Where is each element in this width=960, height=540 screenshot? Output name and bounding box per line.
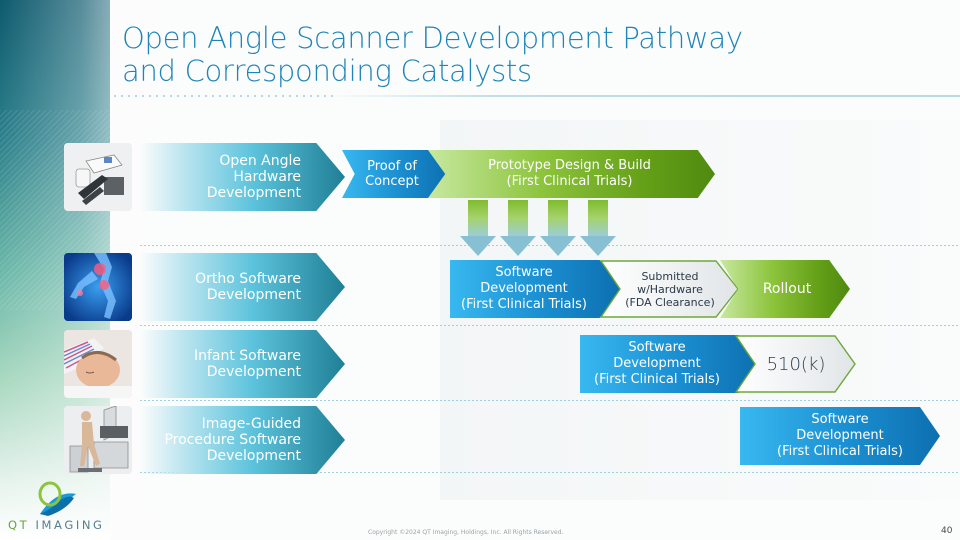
stage-ortho-fda-clearance: Submitted w/Hardware (FDA Clearance) [618,260,722,318]
patient-in-scanner-image [64,406,132,474]
running-leg-xray-image [64,253,132,321]
title-underline [114,95,960,97]
stage-prototype-design-text: Prototype Design & Build (First Clinical… [488,158,651,189]
copyright-notice: Copyright ©2024 QT Imaging, Holdings, In… [368,529,564,536]
row-separator [140,400,960,401]
slide-title-line-1: Open Angle Scanner Development Pathway [122,21,743,55]
stage-ortho-rollout-text: Rollout [762,281,812,297]
row-label-ortho: Ortho Software Development [140,253,345,321]
row-label-infant: Infant Software Development [140,330,345,398]
stage-ortho-fda-outline [600,260,739,318]
stage-image-guided-software-development: Software Development (First Clinical Tri… [740,407,940,465]
slide-title-line-2: and Corresponding Catalysts [122,54,532,88]
stage-infant-510k: 510(k) [755,335,837,393]
q-swirl-logo-icon [38,481,76,516]
down-arrow-icon [460,200,496,258]
stage-infant-510k-text: 510(k) [766,353,826,375]
brand-imaging: IMAGING [35,518,105,532]
stage-infant-software-development-text: Software Development (First Clinical Tri… [594,340,720,387]
stage-proof-of-concept-text: Proof of Concept [365,159,419,189]
stage-ortho-software-development-text: Software Development (First Clinical Tri… [461,265,587,312]
stage-ortho-rollout: Rollout [720,260,850,318]
stage-proof-of-concept: Proof of Concept [342,150,448,198]
row-label-image-guided: Image-Guided Procedure Software Developm… [140,406,345,474]
row-label-hardware-text: Open Angle Hardware Development [206,153,301,201]
row-separator [140,325,960,326]
stage-infant-510k-outline [735,335,856,393]
newborn-baby-image [64,330,132,398]
stage-ortho-fda-clearance-text: Submitted w/Hardware (FDA Clearance) [625,269,715,309]
stage-ortho-software-development: Software Development (First Clinical Tri… [450,260,620,318]
down-arrow-icon [500,200,536,258]
title-underline-dots [114,95,334,97]
row-label-ortho-text: Ortho Software Development [195,271,301,303]
page-number: 40 [941,526,953,536]
row-label-image-guided-text: Image-Guided Procedure Software Developm… [164,416,301,464]
slide-title: Open Angle Scanner Development Pathway a… [122,22,743,88]
scanner-hardware-image [64,143,132,211]
brand-qt: QT [8,518,30,532]
down-arrow-icon [540,200,576,258]
stage-prototype-design: Prototype Design & Build (First Clinical… [428,150,715,198]
row-label-hardware: Open Angle Hardware Development [140,143,345,211]
row-label-infant-text: Infant Software Development [193,348,301,380]
stage-infant-software-development: Software Development (First Clinical Tri… [580,335,760,393]
down-arrow-icon [580,200,616,258]
stage-image-guided-software-development-text: Software Development (First Clinical Tri… [777,412,903,459]
row-separator [140,472,960,473]
brand-wordmark: QT IMAGING [8,518,105,532]
